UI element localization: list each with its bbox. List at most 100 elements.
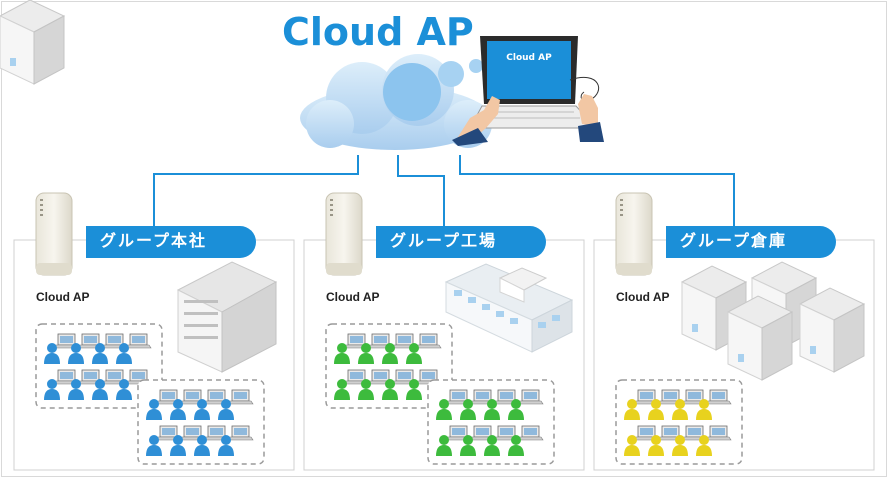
user-head: [149, 399, 159, 409]
user-body: [92, 353, 108, 364]
user-head: [71, 379, 81, 389]
user-body: [218, 409, 234, 420]
user-body: [484, 409, 500, 420]
ap-label-warehouse: Cloud AP: [616, 290, 670, 304]
user-group: [427, 379, 555, 465]
user-laptop-icon: [517, 389, 544, 405]
user-groups: [35, 323, 743, 465]
user-head: [511, 399, 521, 409]
user-group: [325, 323, 453, 409]
user-laptop-icon: [517, 425, 544, 441]
ap-label-factory: Cloud AP: [326, 290, 380, 304]
user-head: [361, 379, 371, 389]
user-head: [409, 379, 419, 389]
user-body: [146, 409, 162, 420]
user-body: [194, 409, 210, 420]
user-body: [406, 389, 422, 400]
user-head: [385, 379, 395, 389]
user-head: [221, 435, 231, 445]
user-body: [68, 353, 84, 364]
user-body: [436, 445, 452, 456]
user-head: [95, 379, 105, 389]
user-head: [95, 343, 105, 353]
office-building-icon: [176, 261, 278, 373]
site-label-factory: グループ工場: [376, 226, 546, 258]
user-body: [334, 353, 350, 364]
user-body: [508, 445, 524, 456]
user-head: [675, 399, 685, 409]
user-head: [361, 343, 371, 353]
user-body: [672, 409, 688, 420]
ap-device-icon-factory: [325, 192, 363, 276]
factory-building-icon: [444, 263, 574, 353]
user-body: [218, 445, 234, 456]
user-body: [334, 389, 350, 400]
user-body: [358, 353, 374, 364]
user-head: [149, 435, 159, 445]
user-body: [436, 409, 452, 420]
user-laptop-icon: [227, 425, 254, 441]
user-body: [382, 353, 398, 364]
user-body: [672, 445, 688, 456]
user-head: [511, 435, 521, 445]
user-head: [47, 379, 57, 389]
user-head: [47, 343, 57, 353]
user-head: [439, 399, 449, 409]
laptop-icon: Cloud AP: [469, 36, 600, 129]
user-head: [627, 399, 637, 409]
user-body: [624, 445, 640, 456]
user-laptop-icon: [705, 425, 732, 441]
user-head: [119, 343, 129, 353]
user-body: [484, 445, 500, 456]
user-body: [696, 409, 712, 420]
ap-device-icon-hq: [35, 192, 73, 276]
user-body: [460, 409, 476, 420]
user-body: [624, 409, 640, 420]
user-body: [116, 353, 132, 364]
user-laptop-icon: [705, 389, 732, 405]
user-group: [35, 323, 163, 409]
line-to-warehouse: [459, 155, 735, 226]
site-label-warehouse: グループ倉庫: [666, 226, 836, 258]
user-head: [173, 435, 183, 445]
user-head: [487, 399, 497, 409]
user-laptop-icon: [125, 333, 152, 349]
user-body: [648, 445, 664, 456]
warehouse-building-icon: [0, 0, 865, 381]
connection-lines: [153, 155, 735, 226]
user-body: [44, 353, 60, 364]
user-head: [463, 399, 473, 409]
user-body: [508, 409, 524, 420]
user-group: [137, 379, 265, 465]
svg-text:Cloud AP: Cloud AP: [506, 53, 552, 63]
user-head: [651, 435, 661, 445]
user-body: [170, 445, 186, 456]
line-to-hq: [153, 155, 359, 226]
user-head: [675, 435, 685, 445]
user-head: [197, 399, 207, 409]
user-head: [487, 435, 497, 445]
user-head: [699, 435, 709, 445]
user-head: [439, 435, 449, 445]
user-body: [648, 409, 664, 420]
user-head: [385, 343, 395, 353]
page-title: Cloud AP: [282, 10, 474, 54]
user-head: [197, 435, 207, 445]
user-body: [194, 445, 210, 456]
hands-icon: [452, 94, 604, 146]
user-head: [221, 399, 231, 409]
user-group: [615, 379, 743, 465]
user-head: [463, 435, 473, 445]
user-body: [68, 389, 84, 400]
user-body: [460, 445, 476, 456]
user-head: [173, 399, 183, 409]
user-laptop-icon: [227, 389, 254, 405]
user-laptop-icon: [415, 333, 442, 349]
ap-label-hq: Cloud AP: [36, 290, 90, 304]
user-head: [651, 399, 661, 409]
user-head: [699, 399, 709, 409]
user-head: [71, 343, 81, 353]
user-body: [92, 389, 108, 400]
